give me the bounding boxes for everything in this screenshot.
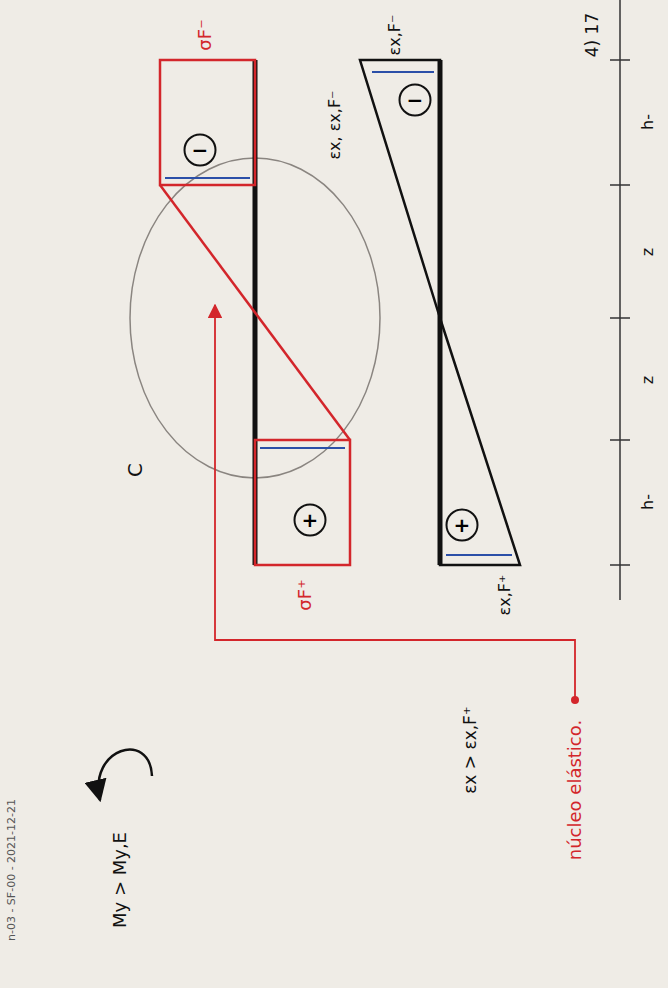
stress-label: σF⁻	[195, 19, 215, 50]
blue-mark	[372, 71, 434, 73]
sign: −	[407, 90, 424, 110]
plastic-block-tension	[255, 440, 350, 565]
circle	[447, 510, 478, 541]
elastic-stress-line	[160, 185, 350, 440]
circle	[295, 505, 326, 536]
leader-line	[215, 305, 575, 700]
axis-label: h-	[639, 494, 657, 510]
blue-mark	[165, 177, 250, 179]
stress-label: σF⁺	[295, 579, 315, 610]
circled-sign: +	[293, 503, 327, 537]
circle	[185, 135, 216, 166]
sign: +	[302, 510, 319, 530]
circled-sign: +	[445, 508, 479, 542]
axis-label: z	[639, 248, 657, 256]
strain-condition: εx > εx,F⁺	[461, 706, 480, 794]
sign: −	[192, 140, 209, 160]
plastic-block-compression	[160, 60, 255, 185]
axis-label: h-	[639, 114, 657, 130]
circled-sign: −	[183, 133, 217, 167]
circled-sign: −	[398, 83, 432, 117]
strain-label: εx, εx,F⁻	[326, 90, 344, 159]
core-note: núcleo elástico.	[565, 720, 585, 860]
watermark: n-03 - SF-00 - 2021-12-21	[6, 799, 18, 941]
strain-label: εx,F⁻	[386, 15, 404, 56]
strain-label: εx,F⁺	[496, 575, 514, 616]
circle	[400, 85, 431, 116]
strain-triangle-tension	[440, 318, 520, 565]
section-axis	[619, 0, 621, 600]
blue-mark	[260, 447, 345, 449]
exercise-number: 4) 17	[583, 13, 602, 57]
moment-arrow	[98, 750, 152, 800]
region-letter: C	[124, 463, 146, 477]
moment-condition: My > My,E	[110, 832, 130, 928]
sign: +	[454, 515, 471, 535]
blue-mark	[446, 554, 512, 556]
strain-triangle-compression	[360, 60, 440, 318]
axis-ticks	[610, 60, 630, 565]
axis-label: z	[639, 376, 657, 384]
